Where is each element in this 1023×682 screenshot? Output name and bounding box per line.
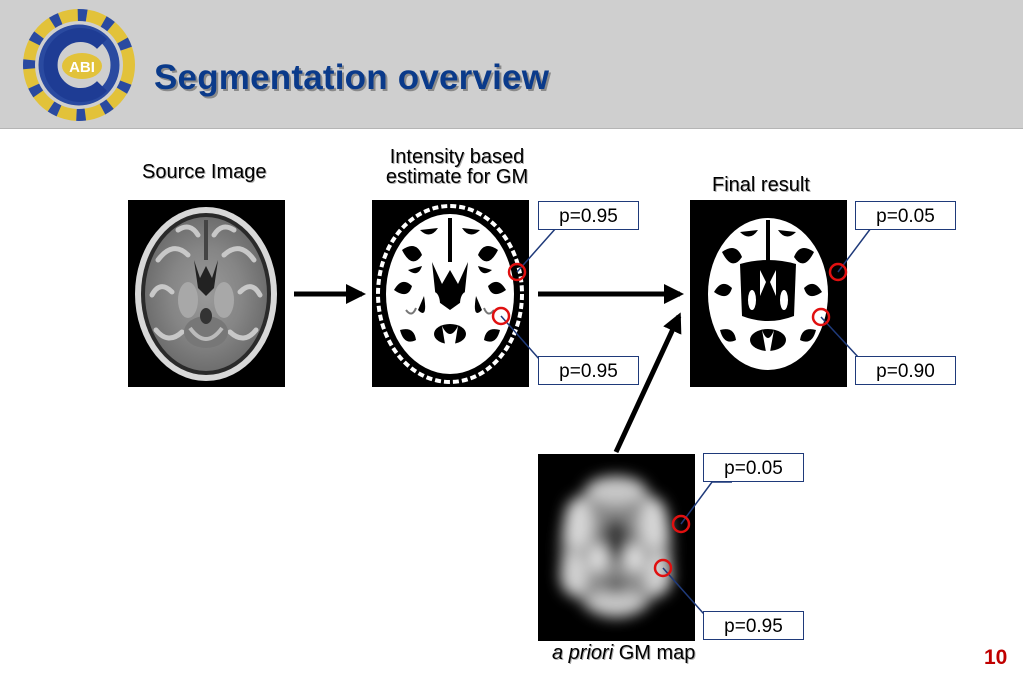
- probability-label-prior-top: p=0.05: [703, 453, 804, 482]
- title-bar: ABI Segmentation overview: [0, 0, 1023, 129]
- page-title: Segmentation overview: [154, 58, 550, 97]
- probability-label-final-top: p=0.05: [855, 201, 956, 230]
- abi-logo-icon: ABI: [23, 9, 135, 121]
- probability-label-intensity-bottom: p=0.95: [538, 356, 639, 385]
- a-priori-gm-map-image: [538, 454, 695, 641]
- final-result-image: [690, 200, 847, 387]
- final-result-caption: Final result: [712, 174, 810, 196]
- intensity-gm-estimate-image: [372, 200, 529, 387]
- prior-caption-italic: a priori: [552, 642, 614, 664]
- probability-label-final-bottom: p=0.90: [855, 356, 956, 385]
- intensity-caption: Intensity based estimate for GM: [372, 147, 542, 187]
- source-image-caption: Source Image: [142, 161, 267, 183]
- prior-caption-rest: GM map: [613, 642, 696, 664]
- prior-gm-map-caption: a priori GM map: [552, 643, 695, 663]
- intensity-caption-line2: estimate for GM: [385, 166, 529, 188]
- probability-label-intensity-top: p=0.95: [538, 201, 639, 230]
- svg-text:ABI: ABI: [69, 59, 95, 76]
- source-mri-image: [128, 200, 285, 387]
- intensity-caption-line1: Intensity based: [389, 146, 525, 168]
- page-number: 10: [984, 646, 1008, 669]
- probability-label-prior-bottom: p=0.95: [703, 611, 804, 640]
